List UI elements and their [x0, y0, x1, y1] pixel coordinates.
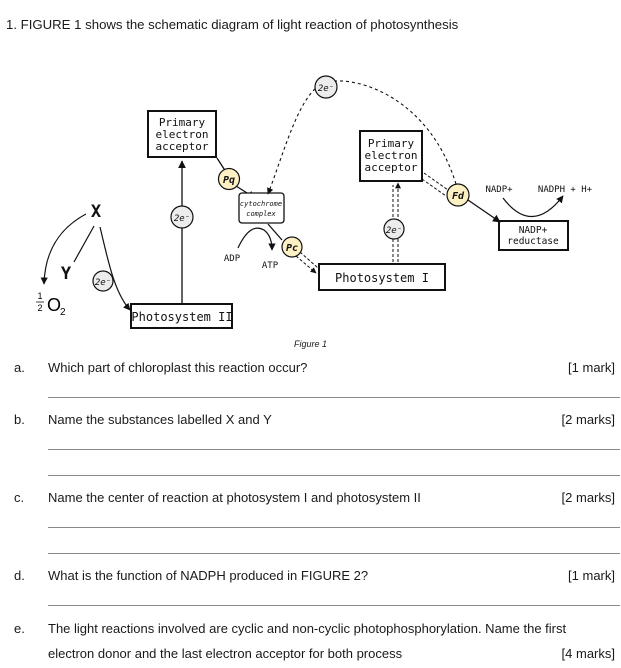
primary-acceptor-left-box	[147, 110, 217, 158]
part-b-question: Name the substances labelled X and Y	[48, 412, 272, 427]
y-label: Y	[61, 264, 72, 284]
answer-line-b1[interactable]	[48, 449, 620, 450]
part-c-letter: c.	[14, 490, 25, 505]
photosystem-ii-box	[130, 303, 233, 329]
part-c-question: Name the center of reaction at photosyst…	[48, 490, 421, 505]
primary-acceptor-left-label-1: Primary	[159, 116, 206, 129]
answer-line-a1[interactable]	[48, 397, 620, 398]
photosystem-i-label: Photosystem I	[335, 271, 429, 285]
answer-line-d1[interactable]	[48, 605, 620, 606]
primary-acceptor-right-label-1: Primary	[368, 137, 415, 150]
answer-line-c2[interactable]	[48, 553, 620, 554]
x-to-y-line	[73, 225, 95, 263]
electron-circle-water	[92, 270, 114, 292]
fd-carrier	[446, 183, 470, 207]
part-e-question-line-2: electron donor and the last electron acc…	[48, 646, 403, 661]
part-d-marks: [1 mark]	[568, 568, 615, 583]
electron-label-psii: 2e⁻	[174, 214, 190, 224]
nadp-reductase-label-1: NADP+	[519, 225, 548, 236]
part-d-letter: d.	[14, 568, 25, 583]
cytochrome-complex-box	[238, 192, 285, 224]
pq-label: Pq	[223, 175, 235, 186]
electron-label-cyclic: 2e⁻	[318, 84, 334, 94]
half-numerator: 1	[37, 291, 42, 301]
primary-acceptor-right-label-3: acceptor	[365, 161, 418, 174]
nadp-reductase-label-2: reductase	[507, 236, 559, 247]
pc-to-psi-arrow	[295, 255, 317, 274]
part-d-question: What is the function of NADPH produced i…	[48, 568, 369, 583]
part-e-marks: [4 marks]	[561, 646, 615, 661]
photosystem-i-box	[318, 263, 446, 291]
nadp-reductase-box	[498, 220, 569, 251]
fd-to-reductase-arrow	[467, 199, 501, 223]
primary-acceptor-left-label-2: electron	[156, 128, 209, 141]
cytochrome-label-1: cytochrome	[240, 200, 282, 208]
figure-caption: Figure 1	[293, 339, 328, 349]
electron-circle-psii	[170, 205, 194, 229]
x-to-psii-arrow	[99, 226, 131, 311]
x-label: X	[91, 202, 102, 222]
nadph-label: NADPH + H+	[538, 185, 593, 195]
photosystem-ii-label: Photosystem II	[131, 310, 232, 324]
part-a-marks: [1 mark]	[568, 360, 615, 375]
adp-atp-arrow	[237, 227, 276, 251]
electron-label-psi: 2e⁻	[386, 226, 402, 236]
primary-acceptor-right-label-2: electron	[365, 149, 418, 162]
o2-label: O	[47, 295, 61, 315]
x-to-o2-arrow	[40, 213, 87, 285]
part-a-letter: a.	[14, 360, 25, 375]
nadp-label: NADP+	[485, 185, 513, 195]
part-a-question: Which part of chloroplast this reaction …	[48, 360, 308, 375]
half-denominator: 2	[37, 303, 42, 313]
answer-line-b2[interactable]	[48, 475, 620, 476]
light-reaction-diagram: Primary electron acceptor Primary electr…	[36, 75, 593, 329]
pc-carrier	[281, 236, 303, 258]
primary-acceptor-left-label-3: acceptor	[156, 140, 209, 153]
pc-label: Pc	[286, 243, 298, 254]
part-e-question-line-1: The light reactions involved are cyclic …	[48, 621, 567, 636]
cytochrome-label-2: complex	[246, 210, 276, 218]
answer-line-c1[interactable]	[48, 527, 620, 528]
electron-circle-psi	[383, 218, 405, 240]
nadp-to-nadph-arrow	[502, 195, 564, 218]
fd-label: Fd	[452, 191, 465, 202]
part-b-marks: [2 marks]	[561, 412, 615, 427]
question-title: 1. FIGURE 1 shows the schematic diagram …	[6, 17, 459, 32]
o2-subscript: 2	[60, 307, 66, 318]
pq-carrier	[217, 167, 241, 191]
part-b-letter: b.	[14, 412, 25, 427]
part-c-marks: [2 marks]	[561, 490, 615, 505]
adp-label: ADP	[224, 254, 241, 264]
part-e-letter: e.	[14, 621, 25, 636]
atp-label: ATP	[262, 261, 279, 271]
electron-circle-cyclic	[314, 75, 338, 99]
primary-acceptor-right-box	[359, 130, 423, 182]
electron-label-water: 2e⁻	[95, 278, 111, 288]
